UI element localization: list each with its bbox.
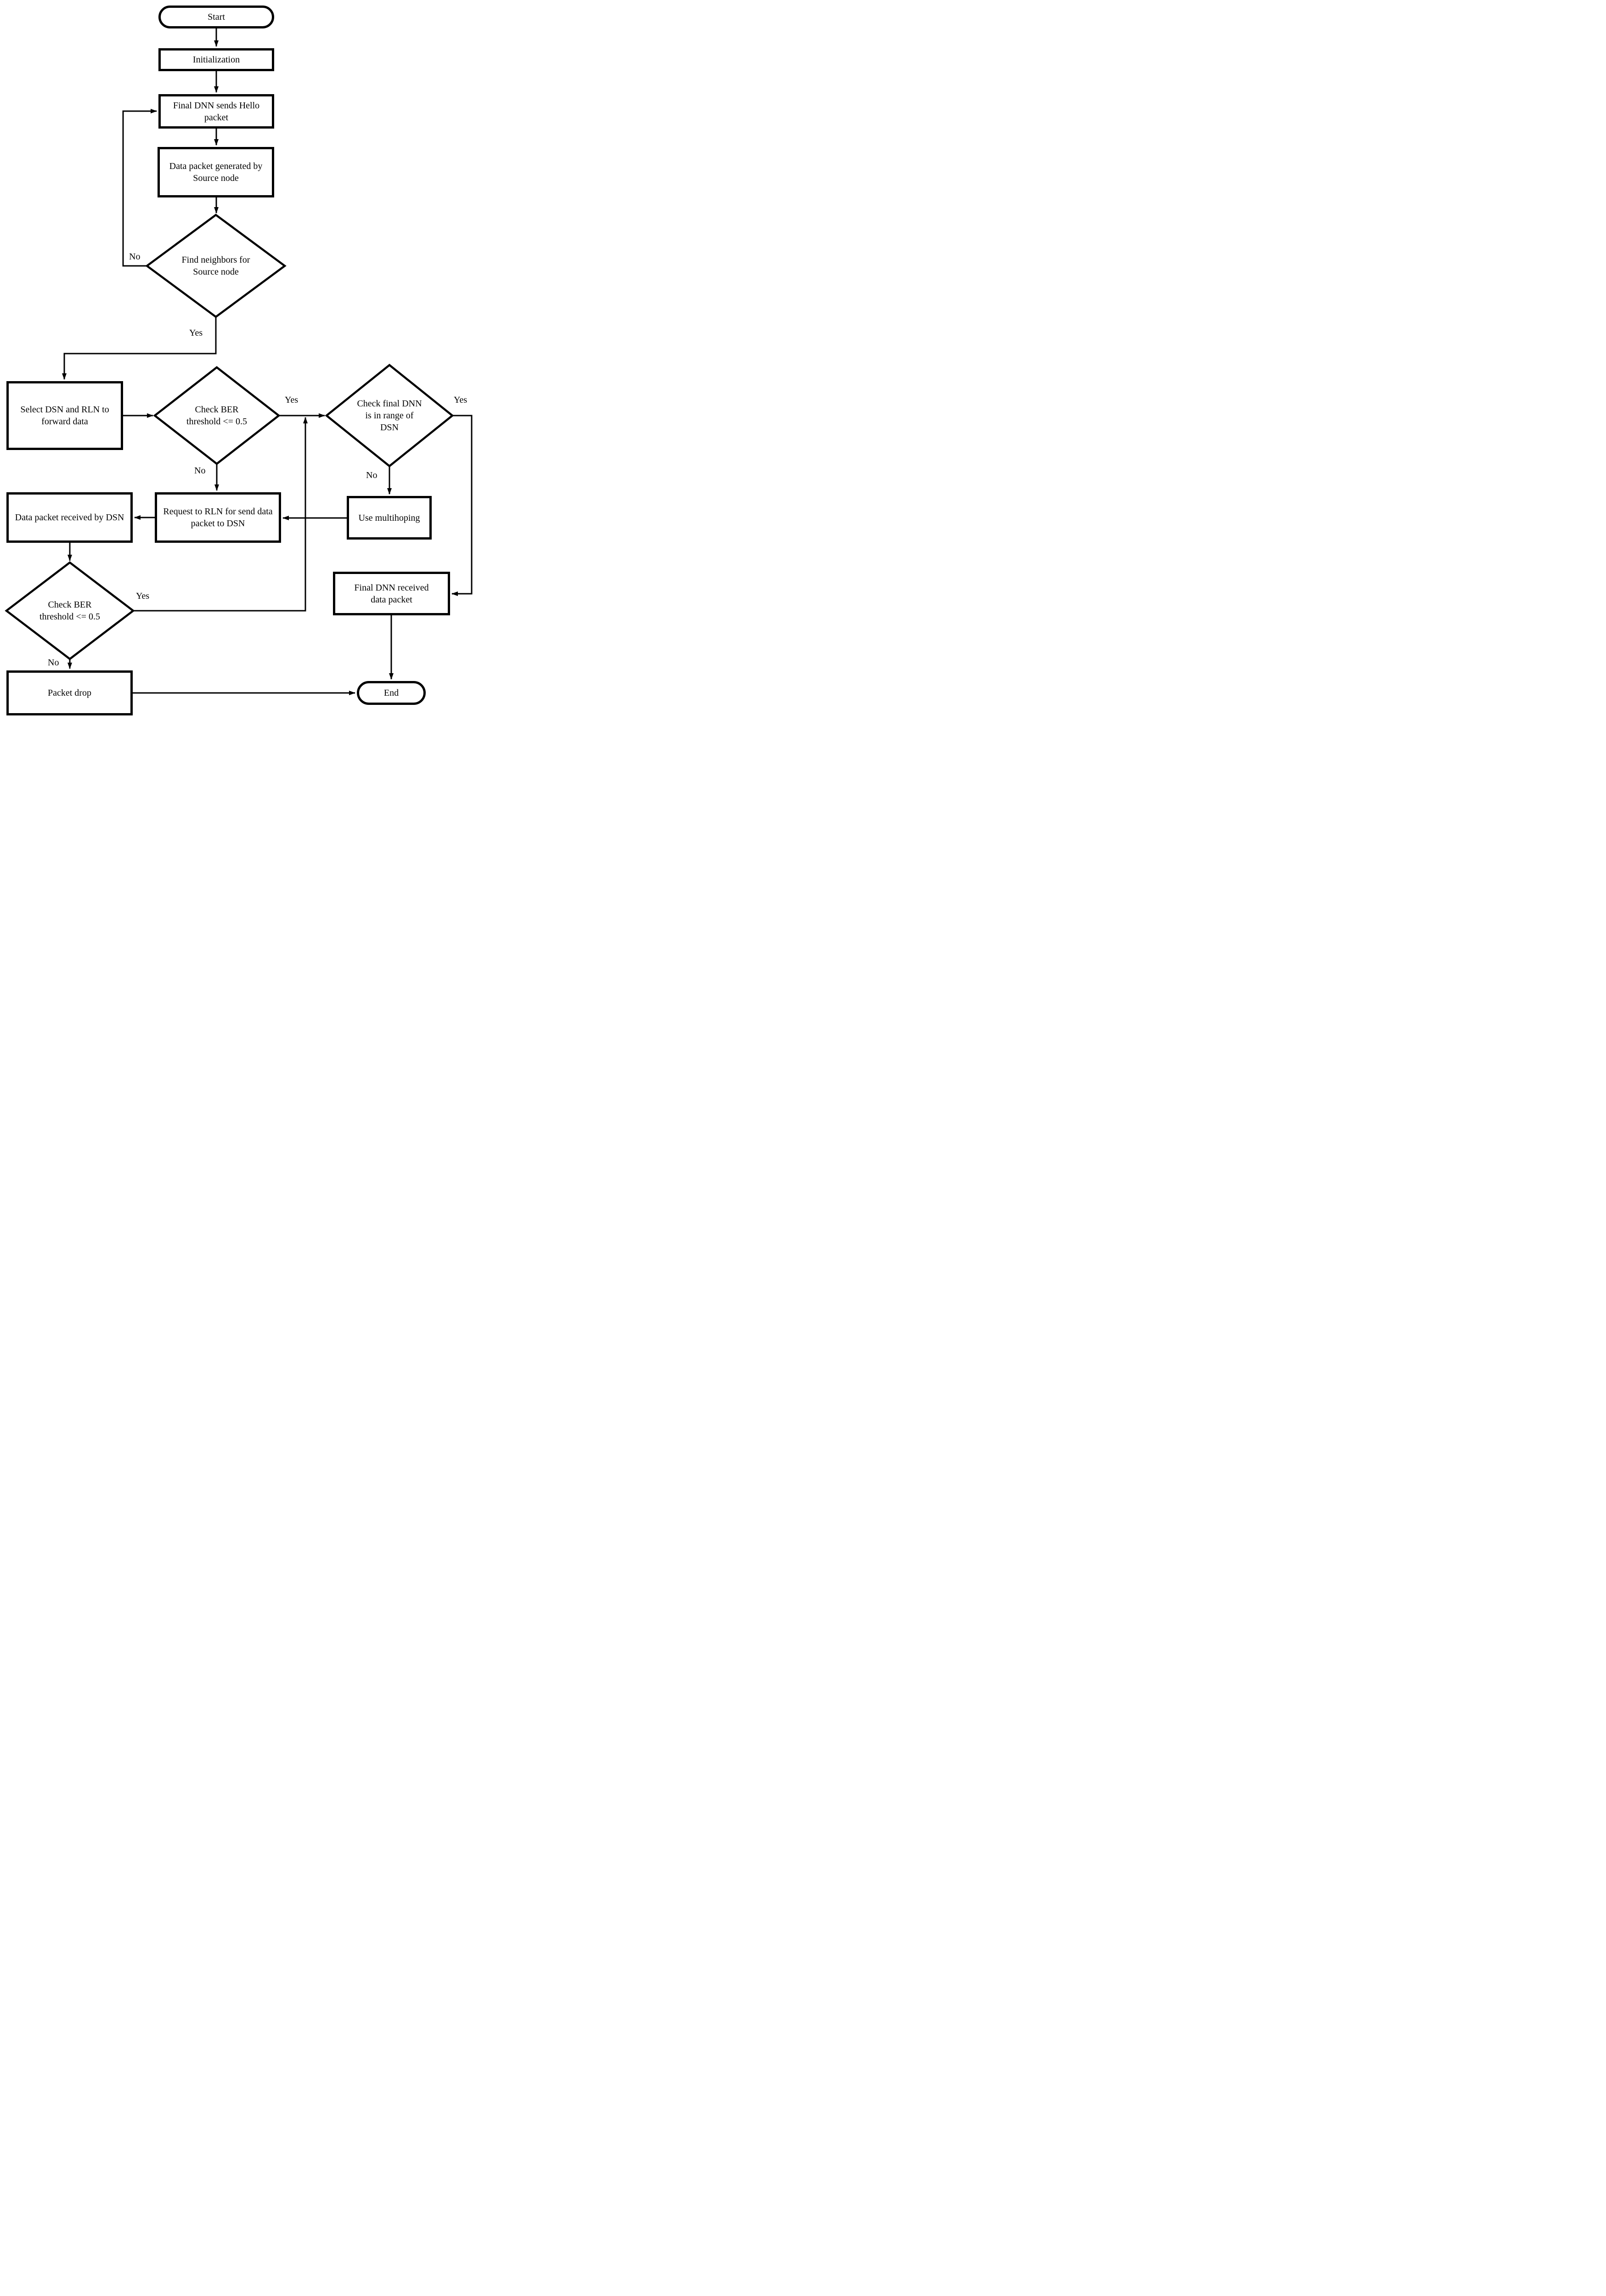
edge-label-check-ber-1-yes: Yes <box>285 395 299 405</box>
node-packet-drop: Packet drop <box>6 670 133 715</box>
node-send-hello: Final DNN sends Hello packet <box>158 94 274 129</box>
edge-label-check-final-dnn-no: No <box>366 470 378 480</box>
edge-find-neighbors-yes-to-select <box>62 317 217 380</box>
node-data-received: Data packet received by DSN <box>6 492 133 543</box>
node-data-generated: Data packet generated by Source node <box>158 147 274 197</box>
node-select-dsn-rln: Select DSN and RLN to forward data <box>6 381 123 450</box>
node-label: End <box>383 688 399 698</box>
node-check-final-dnn-diamond <box>325 364 454 467</box>
edge-find-neighbors-no-loop <box>122 109 157 267</box>
node-check-ber-2-diamond <box>5 561 135 660</box>
node-check-ber-1-diamond <box>153 366 281 465</box>
node-label: Request to RLN for send data packet to D… <box>163 506 273 529</box>
node-initialization: Initialization <box>158 48 274 71</box>
node-label: Final DNN received data packet <box>354 582 429 605</box>
edge-label-check-final-dnn-yes: Yes <box>454 395 468 405</box>
edge-label-check-ber-2-no: No <box>48 658 59 668</box>
edge-label-find-neighbors-yes: Yes <box>189 328 203 338</box>
edge-label-find-neighbors-no: No <box>129 252 141 262</box>
node-label: Data packet received by DSN <box>15 512 124 523</box>
node-end: End <box>357 681 426 705</box>
node-label: Packet drop <box>48 688 91 698</box>
node-start: Start <box>158 6 274 28</box>
node-final-received: Final DNN received data packet <box>333 572 450 615</box>
edge-label-check-ber-2-yes: Yes <box>136 591 150 601</box>
flowchart-canvas: Start Initialization Final DNN sends Hel… <box>0 0 482 727</box>
node-label: Use multihoping <box>358 512 420 523</box>
node-request-rln: Request to RLN for send data packet to D… <box>155 492 281 543</box>
node-label: Final DNN sends Hello packet <box>173 100 260 123</box>
node-label: Start <box>208 12 225 22</box>
node-find-neighbors-diamond <box>145 214 287 318</box>
node-label: Data packet generated by Source node <box>169 161 263 183</box>
node-use-multihoping: Use multihoping <box>347 496 432 540</box>
edge-label-check-ber-1-no: No <box>194 466 206 476</box>
flowchart-graphics <box>5 28 473 695</box>
node-label: Select DSN and RLN to forward data <box>20 405 109 427</box>
edge-check-ber-2-yes-junction <box>133 417 308 612</box>
node-label: Initialization <box>192 55 240 65</box>
edge-check-final-dnn-yes-to-final-received <box>451 415 473 596</box>
